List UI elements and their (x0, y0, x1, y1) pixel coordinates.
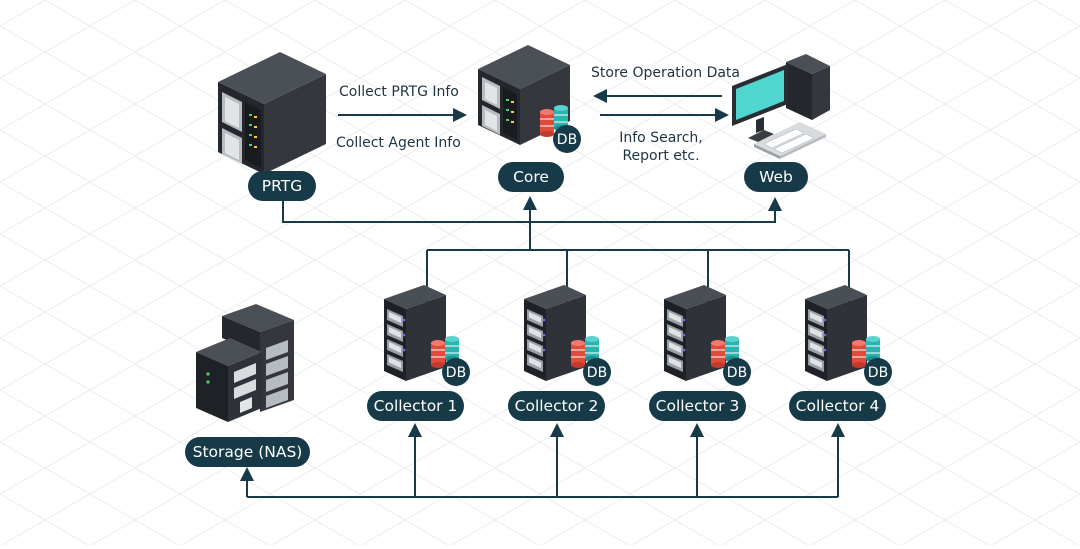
label-store-operation-data: Store Operation Data (591, 65, 741, 81)
core-server-icon (478, 45, 570, 145)
connectors (240, 89, 850, 498)
prtg-server-icon (218, 52, 326, 174)
collector-1-db-badge: DB (442, 358, 470, 386)
node-label-storage-nas: Storage (NAS) (185, 437, 310, 467)
svg-text:DB: DB (446, 365, 466, 381)
label-report-etc: Report etc. (622, 148, 700, 164)
svg-text:DB: DB (868, 365, 888, 381)
node-label-core: Core (498, 162, 564, 192)
collector-2-db-badge: DB (583, 358, 611, 386)
node-label-collector-3: Collector 3 (649, 391, 746, 421)
svg-text:DB: DB (727, 365, 747, 381)
node-label-collector-4: Collector 4 (789, 391, 886, 421)
collector-3-db-badge: DB (723, 358, 751, 386)
svg-text:DB: DB (587, 365, 607, 381)
label-info-search: Info Search, (619, 130, 703, 146)
svg-text:DB: DB (557, 132, 577, 148)
web-computer-icon (732, 54, 830, 159)
storage-nas-icon (196, 304, 294, 422)
label-collect-agent-info: Collect Agent Info (336, 135, 461, 151)
label-collect-prtg-info: Collect PRTG Info (339, 84, 459, 100)
node-label-collector-1: Collector 1 (367, 391, 464, 421)
node-label-prtg: PRTG (248, 171, 316, 201)
node-label-web: Web (744, 162, 808, 192)
core-db-badge: DB (553, 125, 581, 153)
node-label-collector-2: Collector 2 (508, 391, 605, 421)
collector-4-db-badge: DB (864, 358, 892, 386)
